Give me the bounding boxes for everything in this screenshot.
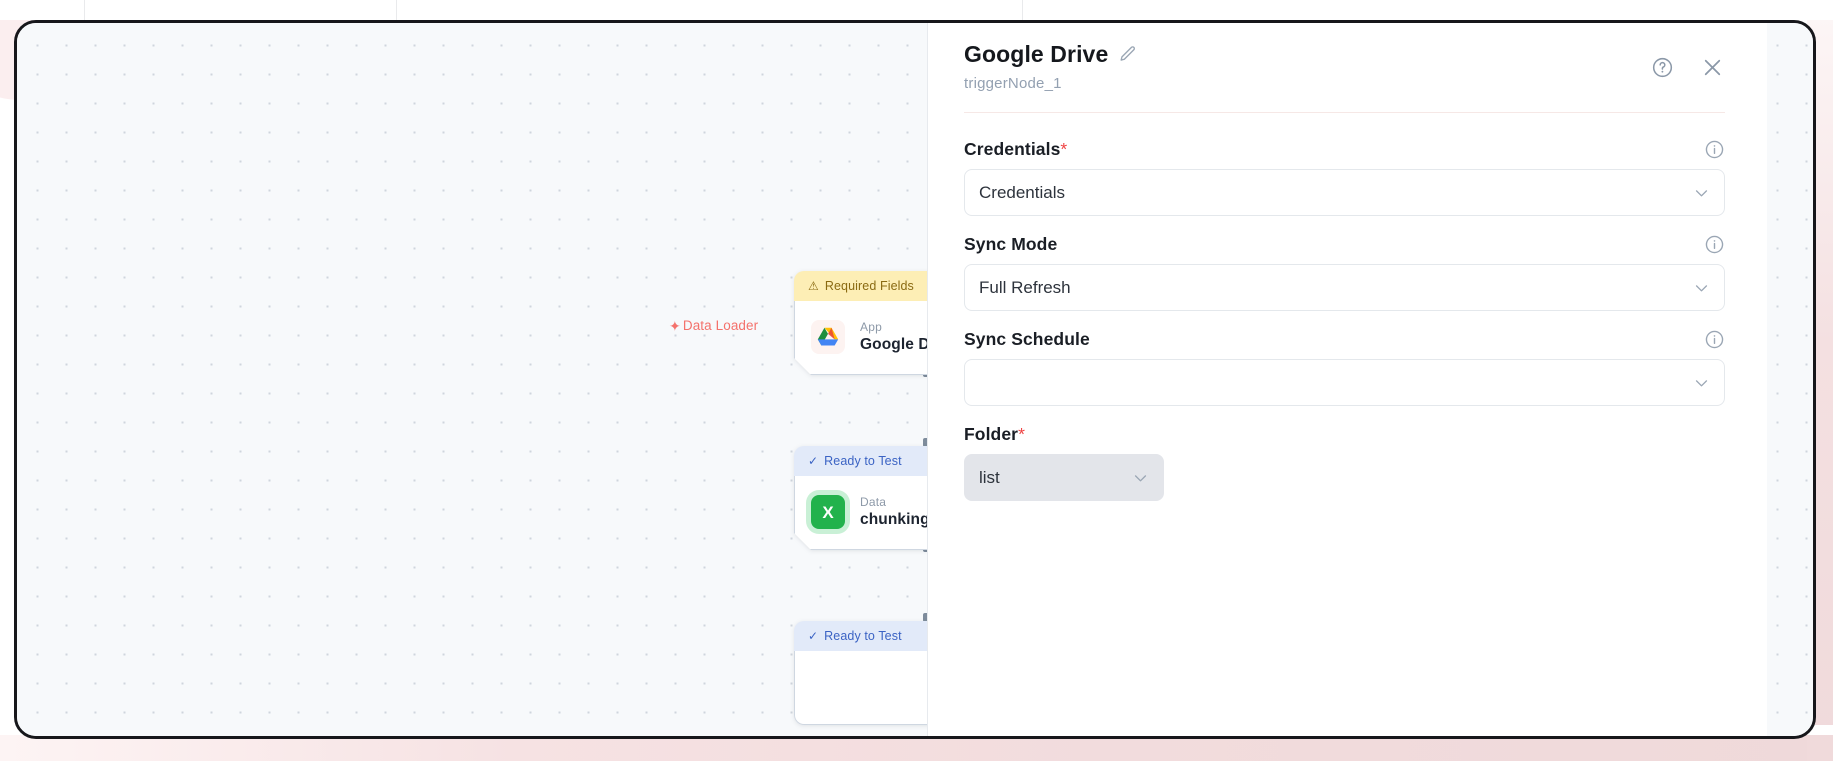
chevron-down-icon <box>1693 374 1710 391</box>
warning-triangle-icon: ⚠ <box>808 279 819 293</box>
node-status-text: Ready to Test <box>824 454 902 468</box>
node-title-label: chunking <box>860 511 930 528</box>
backdrop-divider <box>396 0 397 20</box>
select-value: Full Refresh <box>979 277 1071 297</box>
field-label-row: Sync Schedule <box>964 329 1725 350</box>
check-icon: ✓ <box>808 629 819 643</box>
info-circle-icon[interactable] <box>1704 329 1725 350</box>
field-label: Folder* <box>964 424 1025 444</box>
panel-divider <box>964 112 1725 113</box>
check-icon: ✓ <box>808 454 819 468</box>
node-status-text: Ready to Test <box>824 629 902 643</box>
app-frame: ✦ Data Loader ⚠ Required Fields <box>14 20 1816 739</box>
field-label-row: Folder* <box>964 424 1725 445</box>
required-marker: * <box>1018 424 1025 444</box>
node-config-form: Credentials* Credentials <box>964 139 1725 501</box>
info-circle-icon[interactable] <box>1704 234 1725 255</box>
field-sync-mode: Sync Mode Full Refresh <box>964 234 1725 311</box>
sync-schedule-select[interactable] <box>964 359 1725 406</box>
field-label: Sync Mode <box>964 234 1058 254</box>
field-label-row: Sync Mode <box>964 234 1725 255</box>
backdrop-top-strip <box>0 0 1833 20</box>
select-value: Credentials <box>979 182 1065 202</box>
field-label: Credentials* <box>964 139 1068 159</box>
backdrop-divider <box>84 0 85 20</box>
panel-actions <box>1651 55 1725 80</box>
field-label-row: Credentials* <box>964 139 1725 160</box>
pencil-icon[interactable] <box>1118 45 1137 64</box>
node-kind-label: Data <box>860 495 887 509</box>
panel-title-row: Google Drive <box>964 41 1725 68</box>
folder-select[interactable]: list <box>964 454 1164 501</box>
field-label: Sync Schedule <box>964 329 1090 349</box>
sparkle-icon: ✦ <box>669 317 681 334</box>
spreadsheet-glyph: X <box>822 502 834 522</box>
field-sync-schedule: Sync Schedule <box>964 329 1725 406</box>
node-config-panel: Google Drive triggerNode_1 <box>927 23 1767 736</box>
info-circle-icon[interactable] <box>1704 139 1725 160</box>
edge-label-text: Data Loader <box>682 318 759 333</box>
backdrop-bottom-band <box>0 735 1833 761</box>
backdrop-divider <box>1022 0 1023 20</box>
spreadsheet-icon: X <box>811 495 845 529</box>
edge-label-data-loader: ✦ Data Loader <box>669 318 758 333</box>
node-id-label: triggerNode_1 <box>964 75 1062 92</box>
panel-header: Google Drive triggerNode_1 <box>964 41 1725 113</box>
google-drive-icon <box>811 320 845 354</box>
node-status-text: Required Fields <box>824 279 914 293</box>
chevron-down-icon <box>1693 184 1710 201</box>
node-kind-label: App <box>860 320 882 334</box>
page-title: Google Drive <box>964 41 1109 67</box>
field-folder: Folder* list <box>964 424 1725 501</box>
chevron-down-icon <box>1693 279 1710 296</box>
close-icon[interactable] <box>1700 55 1725 80</box>
field-credentials: Credentials* Credentials <box>964 139 1725 216</box>
help-circle-icon[interactable] <box>1651 56 1674 79</box>
chevron-down-icon <box>1132 469 1149 486</box>
node-text: Data chunking <box>860 495 930 529</box>
select-value: list <box>979 467 1000 487</box>
required-marker: * <box>1060 139 1068 159</box>
sync-mode-select[interactable]: Full Refresh <box>964 264 1725 311</box>
credentials-select[interactable]: Credentials <box>964 169 1725 216</box>
